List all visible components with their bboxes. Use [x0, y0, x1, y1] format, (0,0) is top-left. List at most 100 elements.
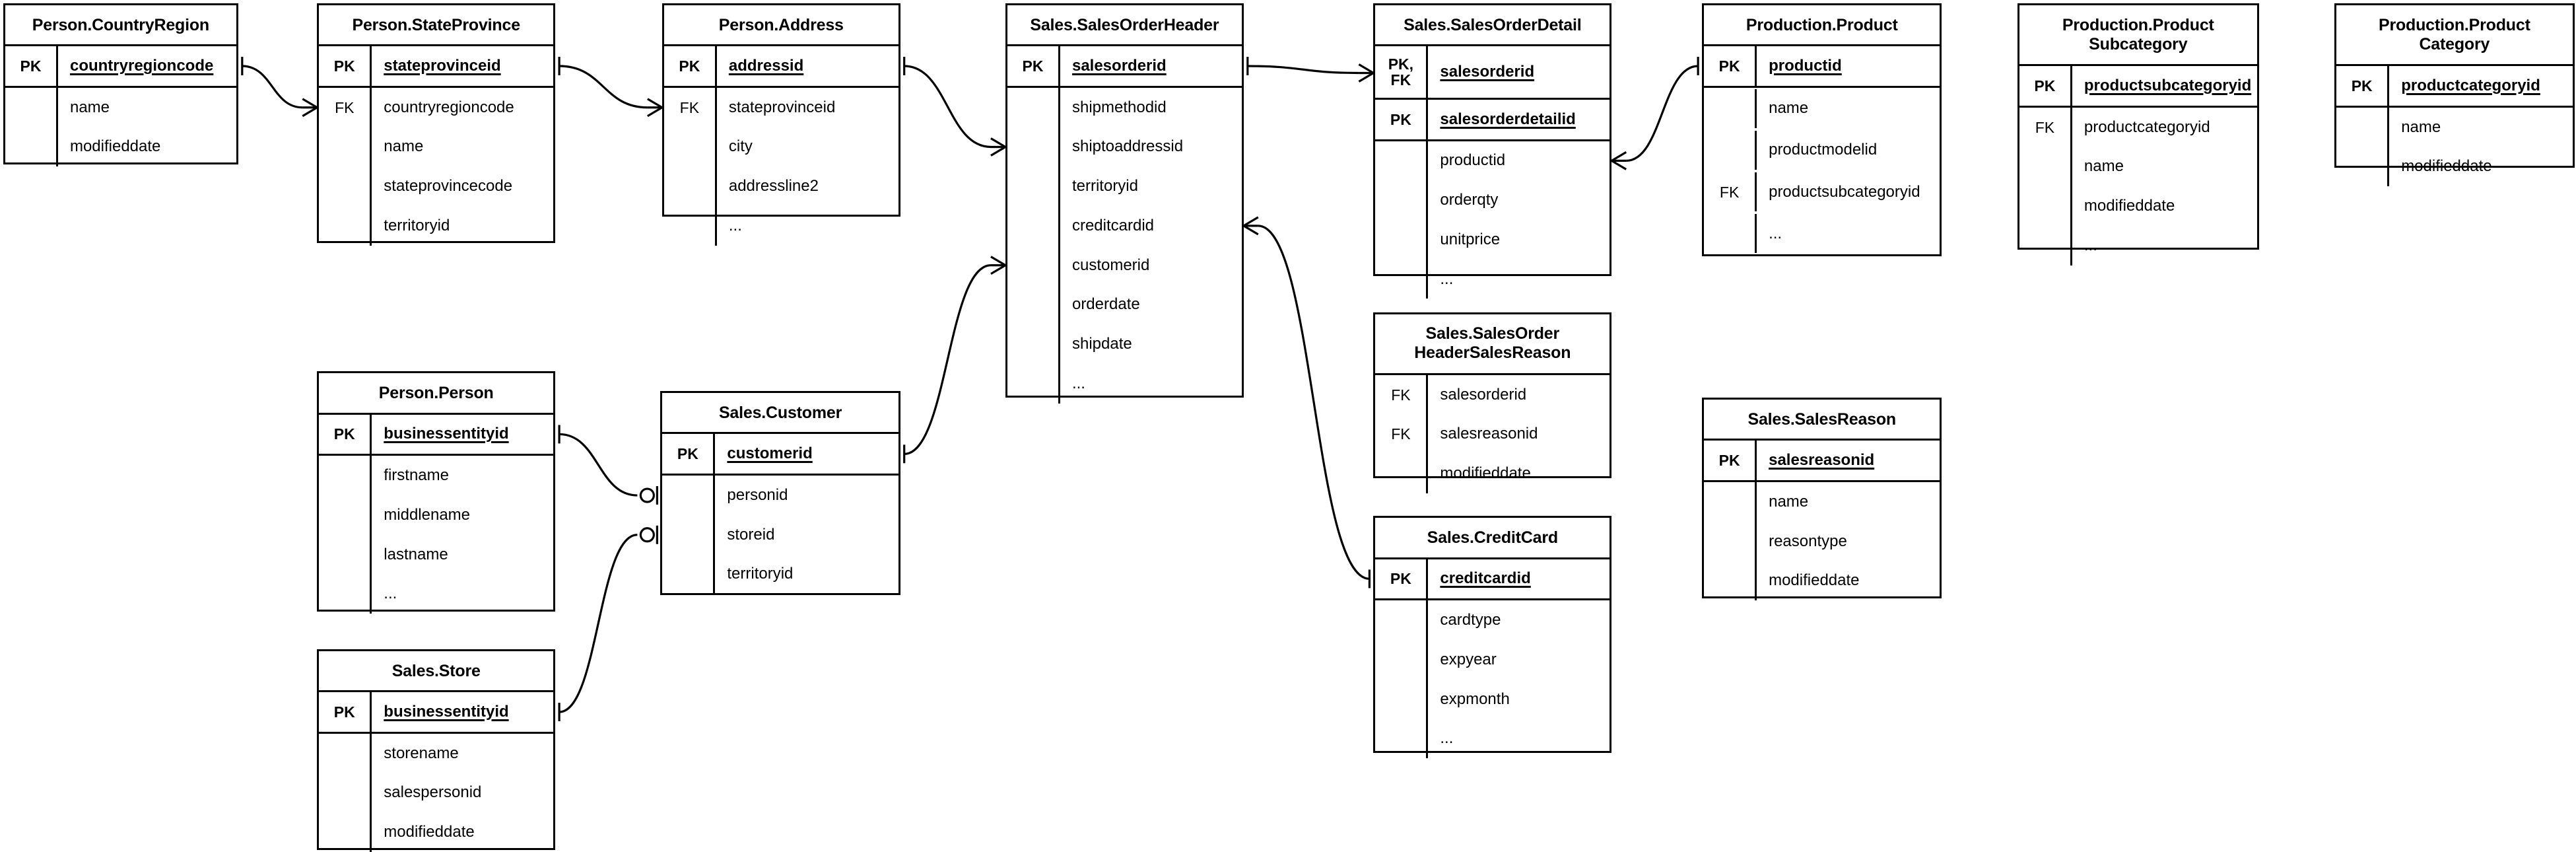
entity-field-row[interactable]: salespersonid [319, 773, 553, 813]
entity-field-row[interactable]: shipdate [1007, 324, 1242, 364]
field-name: addressid [728, 57, 804, 75]
entity-field-row[interactable]: productmodelid [1704, 130, 1940, 170]
entity-field-row[interactable]: productid [1375, 141, 1610, 181]
entity-field-row[interactable]: ... [319, 574, 553, 614]
entity-field-row[interactable]: storename [319, 733, 553, 773]
entity-field-row[interactable]: stateprovincecode [319, 166, 553, 207]
key-badge: FK [664, 87, 717, 127]
entity-field-row[interactable]: name [2019, 147, 2257, 187]
entity-field-row[interactable]: ... [2019, 225, 2257, 266]
entity-field-row[interactable]: reasontype [1704, 521, 1940, 561]
entity-field-row[interactable]: expmonth [1375, 679, 1610, 719]
entity-field-row[interactable]: shiptoaddressid [1007, 127, 1242, 167]
entity-field-row[interactable]: firstname [319, 456, 553, 496]
field-name: modifieddate [69, 137, 161, 156]
field-name: countryregioncode [384, 98, 514, 116]
entity-field-row[interactable]: city [664, 127, 898, 167]
entity-field-row[interactable]: orderqty [1375, 180, 1610, 220]
entity-field-row[interactable]: name [1704, 482, 1940, 522]
field-name: name [1769, 493, 1809, 511]
crowfoot-prong [990, 264, 1006, 275]
entity-field-row[interactable]: cardtype [1375, 600, 1610, 641]
entity-field-row[interactable]: modifieddate [1375, 454, 1610, 494]
entity-field-row[interactable]: middlename [319, 495, 553, 535]
entity-field-row[interactable]: unitprice [1375, 219, 1610, 260]
entity-field-row[interactable]: modifieddate [2336, 147, 2572, 187]
connector-rel-store-customer [559, 534, 638, 713]
field-name: productsubcategoryid [2084, 76, 2252, 94]
entity-field-row[interactable]: modifieddate [5, 127, 236, 167]
key-badge [319, 456, 372, 496]
crowfoot-prong [1358, 63, 1374, 74]
entity-field-row[interactable]: ... [1704, 213, 1940, 254]
entity-field-row[interactable]: ... [1007, 363, 1242, 404]
entity-field-row[interactable]: orderdate [1007, 285, 1242, 325]
entity-field-row[interactable]: name [2336, 107, 2572, 147]
entity-field-row[interactable]: territoryid [662, 554, 898, 594]
entity-field-row[interactable]: lastname [319, 534, 553, 575]
entity-field-row[interactable]: ... [1375, 719, 1610, 759]
field-name: expyear [1440, 650, 1497, 668]
key-badge [1375, 180, 1429, 220]
entity-field-row[interactable]: territoryid [319, 206, 553, 246]
entity-field-row[interactable]: storeid [662, 515, 898, 555]
field-name: ... [384, 585, 397, 603]
entity-field-row[interactable]: addressline2 [664, 166, 898, 207]
field-name: storeid [727, 525, 775, 544]
entity-field-row[interactable]: ... [664, 206, 898, 246]
entity-field-row[interactable]: name [5, 87, 236, 127]
entity-field-row[interactable]: name [319, 127, 553, 167]
entity-field-row[interactable]: expyear [1375, 640, 1610, 680]
entity-field-row[interactable]: territoryid [1007, 166, 1242, 207]
entity-field-row[interactable]: modifieddate [319, 812, 553, 852]
entity-field-row[interactable]: personid [662, 476, 898, 515]
entity-field-row[interactable]: customerid [1007, 245, 1242, 285]
entity-field-row[interactable]: modifieddate [2019, 186, 2257, 226]
entity-field-row[interactable]: creditcardid [1007, 206, 1242, 246]
key-badge [1704, 561, 1757, 601]
entity-field-row[interactable]: shipmethodid [1007, 87, 1242, 127]
entity-field-row[interactable]: modifieddate [1704, 561, 1940, 601]
entity-field-row[interactable]: ... [1375, 259, 1610, 299]
entity-field-row[interactable]: name [1704, 89, 1940, 129]
connector-rel-salesorderdetail-product [1626, 65, 1699, 162]
crowfoot-prong [1242, 225, 1259, 236]
